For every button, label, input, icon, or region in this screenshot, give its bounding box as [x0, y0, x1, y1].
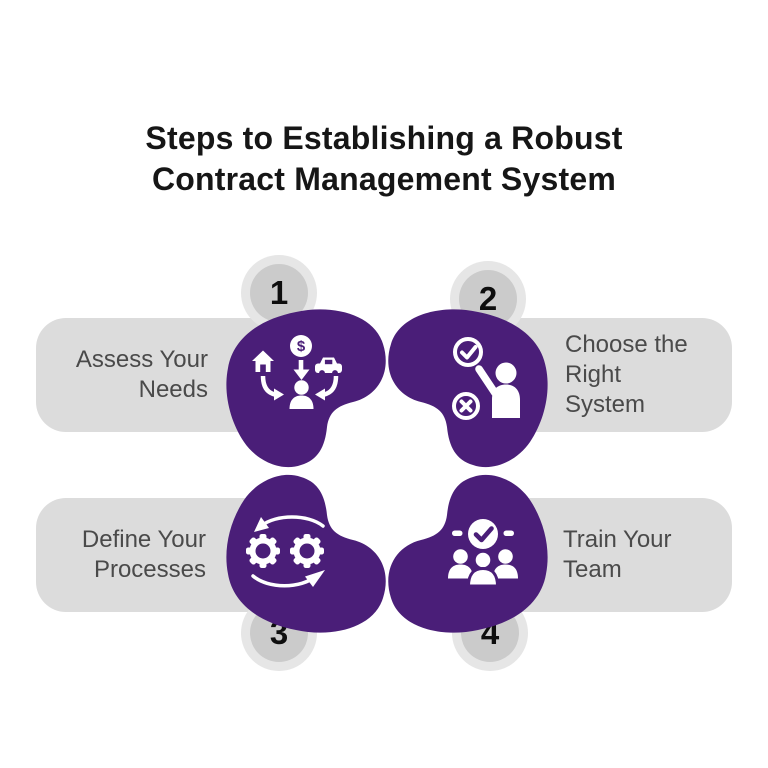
step-2-label-line3: System [565, 391, 646, 418]
blob-ring: $ [226, 309, 548, 633]
needs-assessment-icon: $ [252, 335, 342, 409]
step-1-label-line1: Assess Your [75, 346, 208, 373]
step-1-label: Assess Your Needs [36, 318, 208, 432]
step-1-label-line2: Needs [138, 376, 208, 403]
step-3-label-line1: Define Your [81, 526, 206, 553]
step-2-label: Choose the Right System [565, 318, 735, 432]
step-4-label-line1: Train Your [563, 526, 672, 553]
svg-text:$: $ [297, 338, 306, 355]
step-2-label-line2: Right [565, 361, 622, 388]
page-title-line1: Steps to Establishing a Robust [145, 120, 623, 157]
step-3-label-line2: Processes [93, 556, 206, 583]
process-gears-icon [246, 515, 325, 588]
page-title-line2: Contract Management System [152, 161, 616, 198]
team-training-icon [448, 519, 518, 588]
page-title: Steps to Establishing a Robust Contract … [0, 118, 768, 200]
system-choice-icon [452, 337, 520, 420]
step-4-blob [388, 474, 548, 633]
step-2-blob [388, 309, 548, 468]
step-2-label-line1: Choose the [565, 331, 688, 358]
gear-icon [290, 534, 324, 568]
step-3-label: Define Your Processes [36, 498, 206, 612]
step-4-label: Train Your Team [563, 498, 733, 612]
step-4-label-line2: Team [563, 556, 622, 583]
gear-icon [246, 534, 280, 568]
